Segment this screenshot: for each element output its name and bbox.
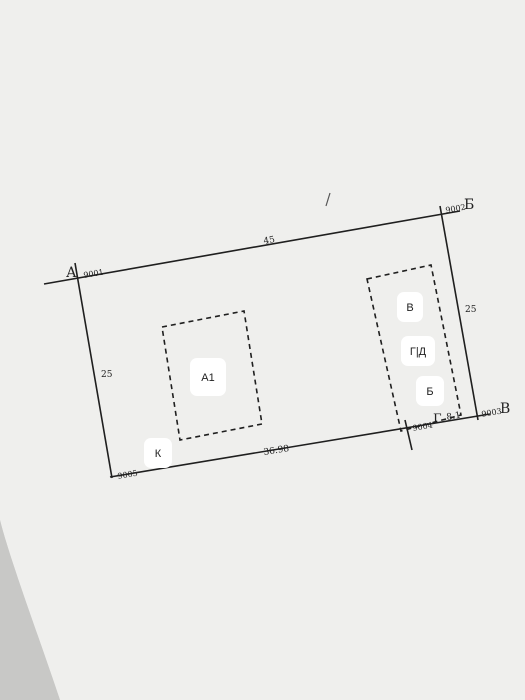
corner-g-number: 9004 [412,421,434,433]
paper-shadow [0,520,60,700]
label-gd: Г|Д [410,346,427,358]
label-k: К [155,448,162,460]
dimension-top: 45 [263,235,276,247]
corner-g-letter: Г [433,412,442,427]
dimension-bottom-right: 8.1 [446,411,462,423]
buildings-right-outline [366,264,462,432]
corner-a-letter: А [66,265,77,281]
label-k-tag: К [144,438,172,468]
label-gd-tag: Г|Д [401,336,435,366]
dimension-left: 25 [101,370,113,380]
corner-b-number: 9002 [445,203,467,215]
boundary-left [74,262,113,479]
label-a1-tag: А1 [190,358,226,396]
label-b: Б [426,386,433,398]
label-v: В [406,302,413,314]
bottom-tick [404,419,413,451]
corner-b-letter: Б [464,197,474,213]
corner-v-number: 9003 [481,407,503,419]
label-b-tag: Б [416,376,444,406]
corner-d-number: 9005 [117,469,139,481]
dimension-bottom: 36.98 [263,444,290,458]
boundary-top [43,210,461,285]
dimension-right: 25 [465,305,477,315]
corner-v-letter: В [500,401,510,417]
label-v-tag: В [397,292,423,322]
label-a1: А1 [201,372,214,384]
boundary-right [439,205,479,421]
pen-mark [325,192,331,207]
building-a1-outline [161,310,263,441]
corner-a-number: 9001 [83,268,105,280]
